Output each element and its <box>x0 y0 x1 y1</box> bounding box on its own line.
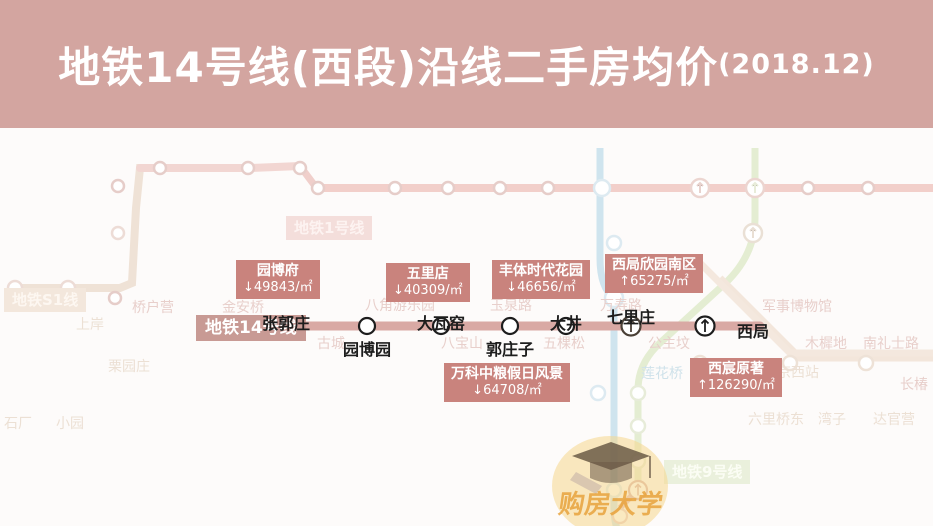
line-chip-line14[interactable]: 地铁14号线 <box>196 315 306 341</box>
station-label: 南礼士路 <box>863 336 919 352</box>
price-label[interactable]: 五里店↓40309/㎡ <box>386 263 470 302</box>
station-label: 小园 <box>56 416 84 432</box>
station-label: 军事博物馆 <box>762 299 832 315</box>
line-chip-line9[interactable]: 地铁9号线 <box>664 460 751 484</box>
station-label: 莲花桥 <box>641 366 683 382</box>
station-label: 公主坟 <box>648 336 690 352</box>
price-label[interactable]: 西局欣园南区↑65275/㎡ <box>605 254 703 293</box>
price-label[interactable]: 丰体时代花园↓46656/㎡ <box>492 260 590 299</box>
station-label: 六里桥东 <box>748 412 804 428</box>
line14-station-label[interactable]: 西局 <box>737 322 770 341</box>
price-label[interactable]: 园博府↓49843/㎡ <box>236 260 320 299</box>
line14-station-label[interactable]: 郭庄子 <box>486 340 535 359</box>
price-label-value: ↓40309/㎡ <box>393 282 463 298</box>
station-label: 石厂 <box>4 416 32 432</box>
price-label-community: 西局欣园南区 <box>612 257 696 273</box>
price-label-value: ↑126290/㎡ <box>697 377 775 393</box>
line14-station-label[interactable]: 园博园 <box>343 340 392 359</box>
price-label[interactable]: 西宸原著↑126290/㎡ <box>690 358 782 397</box>
price-label-value: ↓64708/㎡ <box>472 382 542 398</box>
line-chip-line1[interactable]: 地铁1号线 <box>286 216 373 240</box>
station-label: 上岸 <box>76 317 104 333</box>
price-label-community: 丰体时代花园 <box>499 263 583 279</box>
station-label: 八宝山 <box>441 336 483 352</box>
price-label-community: 万科中粮假日风景 <box>451 366 563 382</box>
page-title-main: 地铁14号线(西段)沿线二手房均价 <box>58 42 719 92</box>
metro-map: 上岸石厂 小园 栗园庄 桥户营 金安桥古城 八角游乐园八宝山 玉泉路五棵松 万寿路公主坟 军事博… <box>0 128 933 526</box>
price-label-community: 五里店 <box>406 266 449 282</box>
station-label: 达官营 <box>873 412 915 428</box>
station-label: 万寿路 <box>600 298 642 314</box>
station-label: 金安桥 <box>222 300 264 316</box>
price-label-value: ↓49843/㎡ <box>243 279 313 295</box>
station-label: 栗园庄 <box>108 359 150 375</box>
page-title-date: (2018.12) <box>718 48 875 80</box>
title-banner: 地铁14号线(西段)沿线二手房均价(2018.12) <box>0 0 933 128</box>
station-label: 桥户营 <box>132 300 174 316</box>
station-label: 湾子 <box>818 412 846 428</box>
price-label-community: 园博府 <box>256 263 299 279</box>
station-label: 长椿 <box>900 377 928 393</box>
price-label-value: ↓46656/㎡ <box>506 279 576 295</box>
line14-station-label[interactable]: 大井 <box>550 314 583 333</box>
price-label[interactable]: 万科中粮假日风景↓64708/㎡ <box>444 363 570 402</box>
station-label: 玉泉路 <box>490 298 532 314</box>
line-chip-s1[interactable]: 地铁S1线 <box>4 288 87 312</box>
line14-station-label[interactable]: 张郭庄 <box>262 314 311 333</box>
price-label-community: 西宸原著 <box>707 361 764 377</box>
price-label-value: ↑65275/㎡ <box>619 273 689 289</box>
station-label: 古城 <box>317 336 345 352</box>
station-label: 五棵松 <box>543 336 585 352</box>
station-label: 八角游乐园 <box>365 298 435 314</box>
line14-station-label[interactable]: 大瓦窑 <box>417 314 466 333</box>
station-label: 木樨地 <box>805 336 847 352</box>
metro-lines-artwork <box>6 148 933 526</box>
page-title: 地铁14号线(西段)沿线二手房均价(2018.12) <box>0 0 933 128</box>
line14-station-label[interactable]: 七里庄 <box>607 308 656 327</box>
